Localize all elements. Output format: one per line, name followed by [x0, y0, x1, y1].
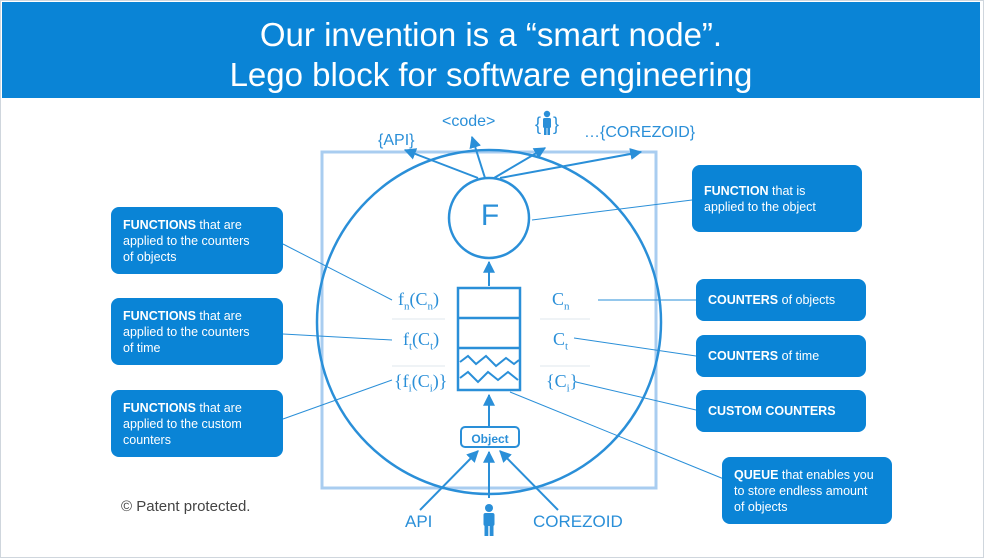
- callout-counters-time: COUNTERS of time: [696, 335, 866, 377]
- svg-text:}: }: [553, 114, 559, 134]
- arrow-to-api: [403, 148, 479, 179]
- patent-note: © Patent protected.: [121, 498, 251, 515]
- connector-left1: [282, 243, 393, 301]
- output-corezoid-label: …{COREZOID}: [584, 124, 696, 141]
- connector-left2: [282, 333, 393, 341]
- person-icon: [483, 504, 495, 536]
- callout-functions-object-counters: FUNCTIONS that are applied to the counte…: [111, 207, 283, 274]
- callout-custom-counters: CUSTOM COUNTERS: [696, 390, 866, 432]
- queue-wave-2: [459, 370, 519, 384]
- output-code-label: <code>: [442, 113, 496, 130]
- function-circle: [447, 176, 531, 260]
- formula-fn: fn(Cn): [398, 289, 439, 313]
- title-banner: Our invention is a “smart node”. Lego bl…: [2, 2, 980, 98]
- svg-text:{: {: [535, 114, 541, 134]
- input-corezoid-label: COREZOID: [533, 512, 623, 531]
- input-api-label: API: [405, 512, 433, 531]
- counter-cn: Cn: [552, 289, 570, 313]
- arrow-to-user: [493, 147, 547, 179]
- formula-ft: ft(Ct): [403, 329, 440, 353]
- arrow-to-corezoid: [499, 148, 643, 179]
- person-icon: { }: [535, 110, 559, 135]
- title-line-1: Our invention is a “smart node”.: [259, 16, 723, 53]
- arrow-api-to-object: [419, 450, 479, 511]
- counter-ct: Ct: [553, 329, 569, 353]
- connector-function: [531, 199, 693, 221]
- callout-counters-objects: COUNTERS of objects: [696, 279, 866, 321]
- formula-fi: {fi(Ci)}: [394, 371, 448, 395]
- arrow-corezoid-to-object: [499, 450, 559, 511]
- callout-queue: QUEUE that enables you to store endless …: [722, 457, 892, 524]
- title-line-2: Lego block for software engineering: [229, 56, 753, 93]
- connector-queue: [509, 391, 747, 489]
- object-box: Object: [460, 426, 520, 448]
- callout-function-object: FUNCTION that is applied to the object: [692, 165, 862, 232]
- output-api-label: {API}: [378, 132, 415, 149]
- connector-left3: [282, 379, 393, 420]
- connector-counters-time: [573, 337, 697, 357]
- connector-custom: [575, 381, 697, 411]
- counter-ci: {Ci}: [546, 371, 579, 395]
- function-letter: F: [480, 199, 500, 232]
- arrow-to-code: [469, 135, 486, 179]
- callout-functions-time-counters: FUNCTIONS that are applied to the counte…: [111, 298, 283, 365]
- queue-wave-1: [459, 354, 520, 368]
- callout-functions-custom-counters: FUNCTIONS that are applied to the custom…: [111, 390, 283, 457]
